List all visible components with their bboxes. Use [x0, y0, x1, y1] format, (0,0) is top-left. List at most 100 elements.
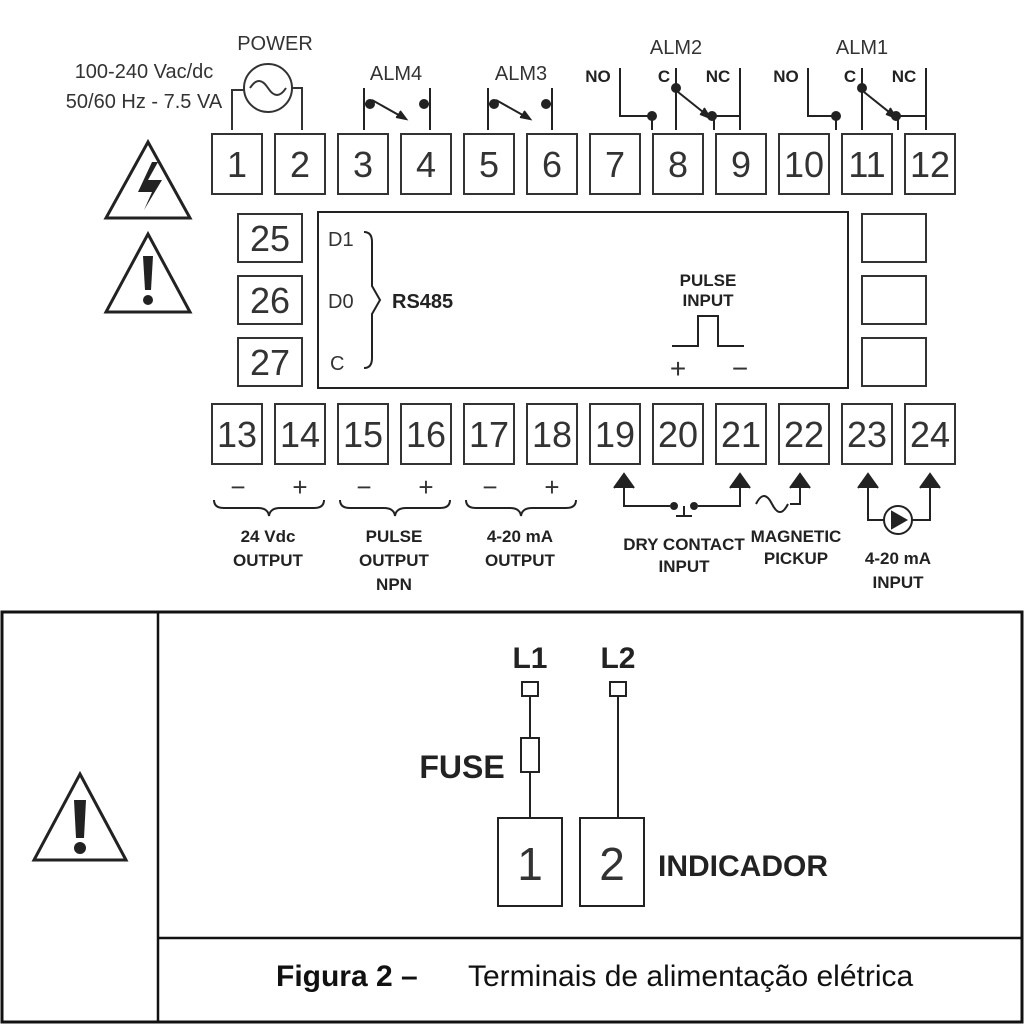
- right-blank-terminals: [861, 213, 927, 387]
- terminal-17: 17: [463, 403, 515, 465]
- npn-label-line2: OUTPUT: [359, 551, 430, 570]
- center-module-box: [317, 211, 849, 389]
- terminal-23-number: 23: [847, 414, 887, 455]
- terminal-12-box: [904, 133, 956, 195]
- terminal-2-number: 2: [290, 144, 310, 185]
- ac-source-icon: [231, 63, 303, 130]
- npn-label-line3: NPN: [376, 575, 412, 594]
- terminal-3: 3: [337, 133, 389, 195]
- alm2-no-label: NO: [585, 67, 611, 86]
- terminal-5: 5: [463, 133, 515, 195]
- terminal-22-number: 22: [784, 414, 824, 455]
- dry-contact-label-line1: DRY CONTACT: [623, 535, 745, 554]
- terminal-18-box: [526, 403, 578, 465]
- terminal-18: 18: [526, 403, 578, 465]
- fuse-label: FUSE: [419, 749, 504, 785]
- pulse-input-minus: −: [732, 353, 748, 384]
- terminal-10-box: [778, 133, 830, 195]
- pulse-waveform-icon: [672, 315, 744, 347]
- alm3-label: ALM3: [495, 63, 547, 85]
- terminal-25: 25: [237, 213, 303, 263]
- magnetic-label-line2: PICKUP: [764, 549, 828, 568]
- terminal-4-box: [400, 133, 452, 195]
- terminal-4: 4: [400, 133, 452, 195]
- terminal-16: 16: [400, 403, 452, 465]
- terminal-8: 8: [652, 133, 704, 195]
- terminal-26-number: 26: [250, 280, 290, 321]
- indicator-terminal-2-number: 2: [599, 838, 625, 890]
- terminal-24-box: [904, 403, 956, 465]
- line-wiring: [520, 681, 627, 818]
- terminal-12: 12: [904, 133, 956, 195]
- terminal-6: 6: [526, 133, 578, 195]
- terminal-25-number: 25: [250, 218, 290, 259]
- ma-out-label-line2: OUTPUT: [485, 551, 556, 570]
- warning-icon-large: [31, 770, 129, 862]
- terminal-11-number: 11: [848, 144, 885, 185]
- alm3-contact-icon: [487, 88, 553, 130]
- terminal-22: 22: [778, 403, 830, 465]
- indicator-terminal-1: [497, 817, 563, 907]
- terminal-7-box: [589, 133, 641, 195]
- terminal-6-number: 6: [542, 144, 562, 185]
- pulse-input-plus: +: [670, 353, 686, 384]
- terminal-13-number: 13: [217, 414, 257, 455]
- terminal-19: 19: [589, 403, 641, 465]
- warning-icon: [103, 230, 193, 314]
- rs485-brace: [363, 231, 382, 369]
- out24-minus: −: [230, 472, 245, 502]
- out24-plus: +: [292, 472, 307, 502]
- out24-label-line2: OUTPUT: [233, 551, 304, 570]
- alm4-contact-icon: [363, 88, 431, 130]
- terminal-26: 26: [237, 275, 303, 325]
- alm1-nc-label: NC: [892, 67, 917, 86]
- terminal-19-number: 19: [595, 414, 635, 455]
- terminal-27-number: 27: [250, 342, 290, 383]
- power-label: POWER: [237, 33, 313, 55]
- alm4-label: ALM4: [370, 63, 422, 85]
- magnetic-pickup-icon: [755, 472, 811, 513]
- indicador-label: INDICADOR: [658, 850, 828, 883]
- out24-brace: [213, 499, 325, 517]
- magnetic-label-line1: MAGNETIC: [751, 527, 842, 546]
- left-terminal-column: 25 26 27: [237, 213, 303, 387]
- terminal-12-number: 12: [910, 144, 950, 185]
- dry-contact-label-line2: INPUT: [659, 557, 711, 576]
- rs485-d0-label: D0: [328, 291, 354, 313]
- npn-plus: +: [418, 472, 433, 502]
- terminal-2: 2: [274, 133, 326, 195]
- terminal-26-box: [237, 275, 303, 325]
- alm2-nc-label: NC: [706, 67, 731, 86]
- terminal-9-box: [715, 133, 767, 195]
- indicator-terminal-2: [579, 817, 645, 907]
- l1-label: L1: [512, 642, 547, 675]
- terminal-25-box: [237, 213, 303, 263]
- indicator-terminal-1-number: 1: [517, 838, 543, 890]
- caption-text: Terminais de alimentação elétrica: [468, 960, 914, 993]
- electric-hazard-icon: [103, 138, 193, 220]
- npn-minus: −: [356, 472, 371, 502]
- alm1-relay-icon: [807, 68, 927, 130]
- terminal-3-number: 3: [353, 144, 373, 185]
- terminal-8-number: 8: [668, 144, 688, 185]
- terminal-15-number: 15: [343, 414, 383, 455]
- terminal-6-box: [526, 133, 578, 195]
- rs485-d1-label: D1: [328, 229, 354, 251]
- terminal-8-box: [652, 133, 704, 195]
- terminal-4-number: 4: [416, 144, 436, 185]
- ma-out-label-line1: 4-20 mA: [487, 527, 553, 546]
- terminal-14-box: [274, 403, 326, 465]
- terminal-2-box: [274, 133, 326, 195]
- terminal-14-number: 14: [280, 414, 320, 455]
- terminal-7-number: 7: [605, 144, 625, 185]
- power-spec-line1: 100-240 Vac/dc: [75, 61, 214, 83]
- terminal-27-box: [237, 337, 303, 387]
- terminal-23: 23: [841, 403, 893, 465]
- terminal-17-box: [463, 403, 515, 465]
- terminal-14: 14: [274, 403, 326, 465]
- terminal-9: 9: [715, 133, 767, 195]
- terminal-1-box: [211, 133, 263, 195]
- terminal-21: 21: [715, 403, 767, 465]
